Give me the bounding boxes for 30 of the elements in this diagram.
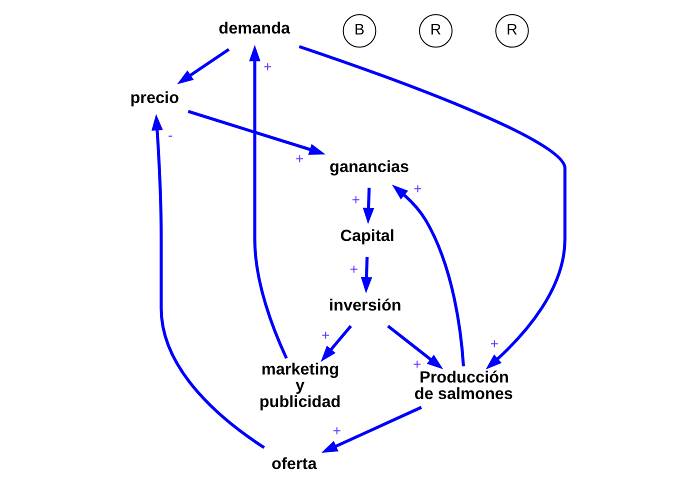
edge-label: + bbox=[490, 336, 498, 352]
label: B bbox=[354, 21, 364, 38]
arrow bbox=[386, 324, 443, 370]
edge-label: + bbox=[295, 151, 304, 168]
arrow bbox=[176, 48, 230, 84]
arrow bbox=[391, 184, 464, 366]
edge-label: + bbox=[351, 192, 360, 209]
label: R bbox=[506, 21, 518, 38]
edge-label: + bbox=[413, 181, 422, 198]
arrow bbox=[362, 188, 374, 224]
arrow bbox=[248, 44, 288, 359]
edge-label: + bbox=[321, 328, 330, 344]
node-text: Capital bbox=[340, 227, 394, 246]
node-text: ganancias bbox=[329, 158, 409, 176]
edge-label: + bbox=[332, 423, 341, 440]
arrow bbox=[320, 406, 422, 453]
arrow bbox=[320, 325, 352, 362]
arrow bbox=[360, 256, 372, 294]
arrow bbox=[151, 114, 265, 449]
label: R bbox=[430, 21, 441, 38]
node-text: inversión bbox=[328, 296, 401, 314]
edge-label: - bbox=[168, 128, 172, 144]
arrow bbox=[298, 45, 566, 370]
edge-label: + bbox=[262, 60, 272, 76]
node-text: oferta bbox=[271, 454, 316, 473]
edge-label: + bbox=[349, 262, 358, 278]
node-text: marketing y publicidad bbox=[258, 360, 340, 411]
arrow bbox=[187, 110, 325, 155]
node-text: demanda bbox=[218, 20, 290, 38]
node-text: precio bbox=[130, 88, 179, 107]
